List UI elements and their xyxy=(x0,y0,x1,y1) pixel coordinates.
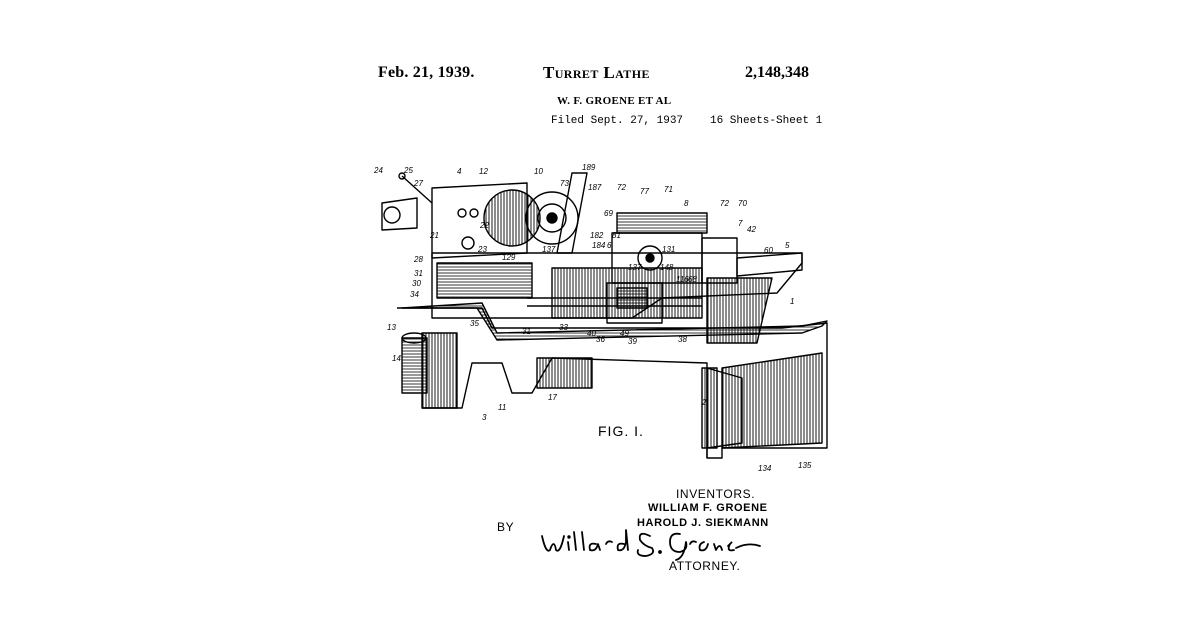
by-label: BY xyxy=(497,520,515,534)
svg-text:134: 134 xyxy=(758,464,772,473)
svg-text:25: 25 xyxy=(403,166,413,175)
svg-text:148: 148 xyxy=(660,263,674,272)
svg-text:39: 39 xyxy=(628,337,637,346)
svg-text:4: 4 xyxy=(457,167,462,176)
svg-text:182: 182 xyxy=(590,231,604,240)
svg-text:184: 184 xyxy=(592,241,606,250)
svg-text:1: 1 xyxy=(790,297,794,306)
svg-text:116: 116 xyxy=(676,275,689,284)
svg-text:71: 71 xyxy=(664,185,673,194)
svg-text:137: 137 xyxy=(542,245,556,254)
svg-text:31: 31 xyxy=(522,327,531,336)
sheet-count: 16 Sheets-Sheet 1 xyxy=(710,115,823,127)
svg-text:33: 33 xyxy=(559,323,568,332)
svg-text:187: 187 xyxy=(588,183,602,192)
svg-text:31: 31 xyxy=(414,269,423,278)
svg-text:22: 22 xyxy=(479,221,489,230)
svg-text:40: 40 xyxy=(587,329,596,338)
svg-text:135: 135 xyxy=(798,461,812,470)
patent-date: Feb. 21, 1939. xyxy=(378,64,475,81)
svg-text:70: 70 xyxy=(738,199,747,208)
attorney-signature xyxy=(541,529,761,561)
patent-title: Turret Lathe xyxy=(543,63,650,82)
svg-text:3: 3 xyxy=(482,413,487,422)
svg-text:189: 189 xyxy=(582,163,596,172)
svg-text:77: 77 xyxy=(640,187,649,196)
inventors-heading: INVENTORS. xyxy=(676,487,756,501)
svg-text:8: 8 xyxy=(684,199,689,208)
inventors-line: W. F. GROENE ET AL xyxy=(557,95,672,107)
svg-text:30: 30 xyxy=(412,279,421,288)
svg-text:2: 2 xyxy=(701,398,707,407)
svg-text:24: 24 xyxy=(373,166,383,175)
inventor-name-1: WILLIAM F. GROENE xyxy=(648,502,768,514)
svg-text:12: 12 xyxy=(479,167,488,176)
svg-text:69: 69 xyxy=(604,209,613,218)
svg-text:36: 36 xyxy=(596,335,605,344)
svg-text:49: 49 xyxy=(620,329,629,338)
svg-text:38: 38 xyxy=(678,335,687,344)
svg-text:72: 72 xyxy=(720,199,729,208)
svg-text:137: 137 xyxy=(628,263,642,272)
svg-text:14: 14 xyxy=(392,354,401,363)
svg-text:73: 73 xyxy=(560,179,569,188)
svg-text:13: 13 xyxy=(387,323,396,332)
figure-label: FIG. I. xyxy=(598,423,644,439)
svg-text:60: 60 xyxy=(764,246,773,255)
svg-text:42: 42 xyxy=(747,225,756,234)
inventor-name-2: HAROLD J. SIEKMANN xyxy=(637,517,769,529)
svg-text:11: 11 xyxy=(498,403,506,412)
svg-text:17: 17 xyxy=(548,393,557,402)
svg-text:27: 27 xyxy=(413,179,423,188)
svg-text:6: 6 xyxy=(607,241,612,250)
svg-text:35: 35 xyxy=(470,319,479,328)
svg-text:28: 28 xyxy=(413,255,423,264)
svg-text:129: 129 xyxy=(502,253,516,262)
svg-text:5: 5 xyxy=(785,241,790,250)
svg-text:72: 72 xyxy=(617,183,626,192)
attorney-label: ATTORNEY. xyxy=(669,559,741,573)
svg-text:81: 81 xyxy=(612,231,621,240)
svg-text:10: 10 xyxy=(534,167,543,176)
svg-text:21: 21 xyxy=(429,231,439,240)
patent-number: 2,148,348 xyxy=(745,64,809,81)
svg-text:131: 131 xyxy=(662,245,675,254)
svg-text:23: 23 xyxy=(477,245,487,254)
filed-date: Filed Sept. 27, 1937 xyxy=(551,115,684,127)
svg-text:34: 34 xyxy=(410,290,419,299)
svg-text:68: 68 xyxy=(688,275,697,284)
svg-text:7: 7 xyxy=(738,219,743,228)
